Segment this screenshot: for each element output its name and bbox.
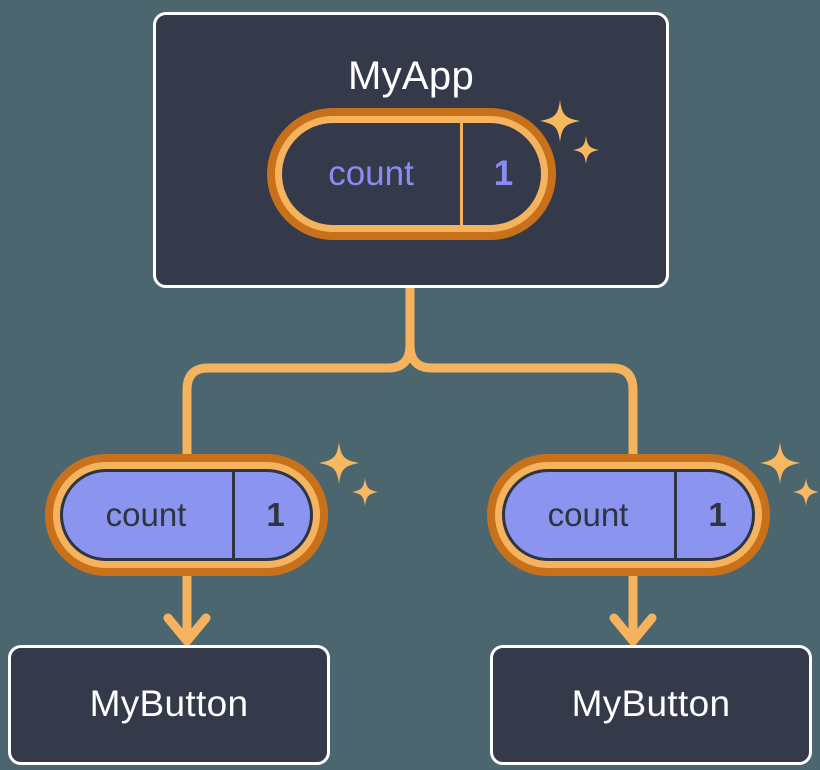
prop-pill-inner: count 1 [502, 469, 755, 561]
component-title-myapp: MyApp [348, 54, 474, 98]
state-value-label: 1 [493, 154, 514, 193]
component-card-mybutton-right[interactable]: MyButton [490, 645, 812, 765]
prop-pill-inner: count 1 [60, 469, 313, 561]
prop-value-label: 1 [266, 496, 285, 533]
arrow-head-right [609, 613, 657, 646]
arrow-head-left [163, 613, 211, 646]
prop-pill-right[interactable]: count 1 [487, 454, 770, 576]
prop-pill-left[interactable]: count 1 [45, 454, 328, 576]
prop-key-label: count [60, 469, 235, 561]
component-title-mybutton: MyButton [571, 683, 731, 724]
state-key-label: count [282, 123, 463, 225]
prop-key-label: count [502, 469, 677, 561]
component-card-mybutton-left[interactable]: MyButton [8, 645, 330, 765]
prop-value-label: 1 [708, 496, 727, 533]
component-title-mybutton: MyButton [89, 683, 249, 724]
connector-branch-left [182, 340, 415, 460]
connector-branch-right [405, 340, 638, 460]
state-pill-inner: count 1 [282, 123, 541, 225]
state-pill-myapp[interactable]: count 1 [267, 108, 556, 240]
